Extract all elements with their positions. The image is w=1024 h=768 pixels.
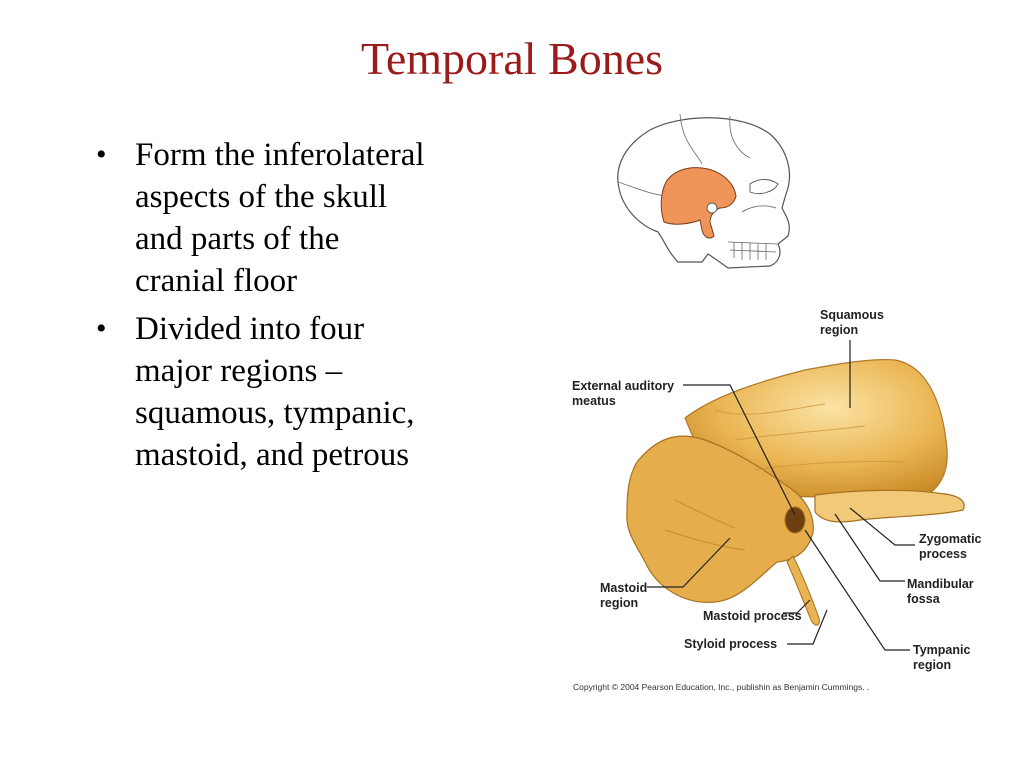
bullet-item: • Form the inferolateral aspects of the … xyxy=(92,134,432,302)
label-mandibular-fossa: Mandibular fossa xyxy=(907,577,974,606)
label-styloid-process: Styloid process xyxy=(684,637,778,651)
bullet-glyph: • xyxy=(96,312,107,345)
bullet-list: • Form the inferolateral aspects of the … xyxy=(92,134,432,482)
copyright-notice: Copyright © 2004 Pearson Education, Inc.… xyxy=(573,682,870,692)
bullet-text: Divided into four major regions – squamo… xyxy=(135,311,415,473)
label-mastoid-region: Mastoid region xyxy=(600,581,648,610)
zygomatic-process xyxy=(814,489,965,523)
bullet-text: Form the inferolateral aspects of the sk… xyxy=(135,137,425,299)
bullet-item: • Divided into four major regions – squa… xyxy=(92,308,432,476)
mastoid-petrous xyxy=(626,435,814,603)
temporal-bone-illustration xyxy=(626,340,965,651)
label-external-auditory-meatus: External auditory meatus xyxy=(572,379,675,408)
styloid-spike xyxy=(786,555,820,626)
slide-title: Temporal Bones xyxy=(360,33,664,84)
skull-illustration xyxy=(617,113,791,269)
label-mastoid-process: Mastoid process xyxy=(703,609,802,623)
temporal-bone-highlight xyxy=(660,167,737,239)
label-squamous-region: Squamous region xyxy=(820,308,884,337)
label-zygomatic-process: Zygomatic process xyxy=(919,532,982,561)
label-tympanic-region: Tympanic region xyxy=(913,643,971,672)
bullet-glyph: • xyxy=(96,138,107,171)
